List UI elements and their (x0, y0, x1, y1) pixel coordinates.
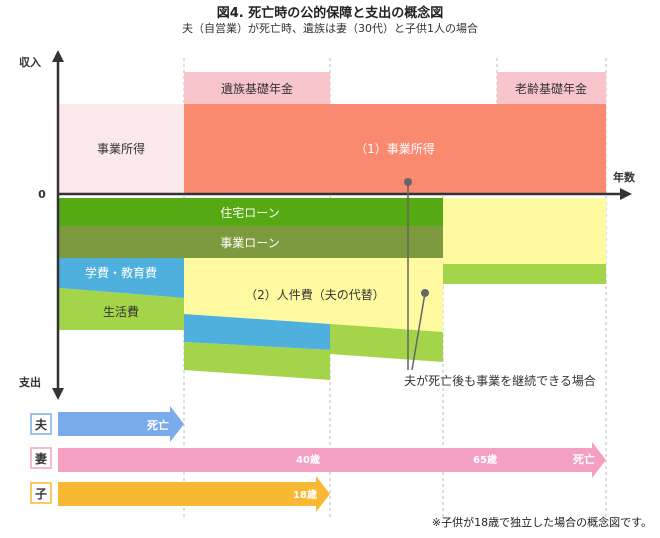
business-income-box (58, 104, 184, 194)
callout-dot-labor (421, 289, 429, 297)
expense-axis-label: 支出 (18, 375, 41, 389)
labor-cost-label: （2）人件費（夫の代替） (245, 287, 385, 302)
child-badge (30, 482, 52, 504)
business-loan-box (58, 226, 443, 258)
child-badge-label: 子 (35, 487, 47, 501)
page-subtitle: 夫（自営業）が死亡時、遺族は妻（30代）と子供1人の場合 (182, 22, 478, 35)
footnote: ※子供が18歳で独立した場合の概念図です。 (431, 516, 652, 529)
living-cost-label: 生活費 (103, 304, 139, 319)
child-timeline-arrow (58, 476, 330, 512)
post-death-living-box (184, 342, 330, 380)
living-cost-box (58, 288, 184, 330)
callout-dot-income (404, 178, 412, 186)
education-box (58, 258, 184, 298)
y-axis-arrow-down (52, 388, 64, 400)
y-axis-arrow-up (52, 50, 64, 62)
wife-badge (30, 447, 52, 469)
wife-death-label: 死亡 (573, 452, 595, 466)
housing-loan-label: 住宅ローン (220, 205, 279, 220)
husband-timeline-arrow (58, 406, 184, 442)
husband-badge (30, 413, 52, 435)
wife-badge-label: 妻 (35, 451, 47, 466)
husband-badge-label: 夫 (34, 417, 48, 432)
housing-loan-box (58, 198, 443, 226)
income-axis-label: 収入 (19, 56, 41, 69)
post-loan-living-box (443, 264, 606, 284)
survivor-pension-box (184, 72, 330, 104)
business-income-label: 事業所得 (97, 141, 145, 156)
post-loan-yellow-box (443, 198, 606, 264)
child-age-18-label: 18歳 (293, 488, 317, 501)
business-income-continued-label: （1）事業所得 (355, 141, 435, 156)
survivor-pension-label: 遺族基礎年金 (221, 81, 293, 96)
zero-label: 0 (38, 188, 46, 201)
wife-timeline-arrow (58, 442, 606, 478)
husband-death-label: 死亡 (147, 418, 169, 432)
page-title: 図4. 死亡時の公的保障と支出の概念図 (216, 6, 444, 21)
post-death-education-box (184, 314, 330, 350)
year-axis-label: 年数 (613, 170, 636, 184)
callout-line-labor (411, 292, 426, 371)
old-age-pension-box (497, 72, 606, 104)
old-age-pension-label: 老齢基礎年金 (515, 81, 587, 96)
education-label: 学費・教育費 (85, 265, 157, 280)
x-axis-arrow (620, 188, 632, 200)
wife-age-40-label: 40歳 (296, 453, 320, 466)
callout-label: 夫が死亡後も事業を継続できる場合 (404, 373, 596, 388)
business-loan-label: 事業ローン (220, 236, 279, 250)
wife-age-65-label: 65歳 (473, 453, 497, 466)
business-income-continued-box (184, 104, 606, 194)
